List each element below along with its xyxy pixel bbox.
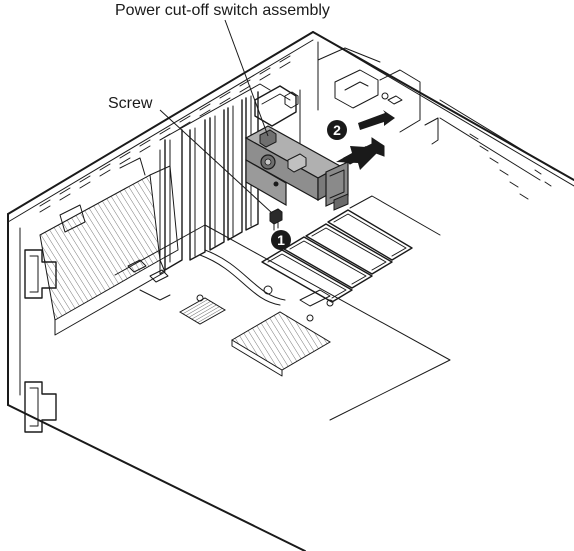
screw	[269, 208, 283, 231]
screw-callout: Screw	[108, 95, 273, 214]
side-vent-slots	[469, 133, 552, 200]
pcie-slots	[261, 195, 441, 303]
assembly-callout: Power cut-off switch assembly	[115, 2, 330, 137]
step-2-number: 2	[333, 122, 341, 138]
step-1-number: 1	[277, 232, 285, 248]
chassis	[7, 31, 574, 551]
fan-cage	[39, 157, 179, 336]
screw-label: Screw	[108, 95, 153, 112]
top-vent-slots	[39, 55, 291, 213]
screw-leader-line	[159, 109, 273, 214]
step-1-badge: 1	[271, 230, 291, 250]
assembly-label: Power cut-off switch assembly	[115, 2, 330, 19]
assembly-leader-line	[224, 19, 269, 137]
step-2-badge: 2	[327, 120, 347, 140]
motherboard	[114, 224, 451, 421]
front-panel-connectors	[24, 249, 57, 433]
removal-arrow-2	[336, 110, 395, 170]
power-cutoff-switch-assembly	[244, 125, 349, 211]
